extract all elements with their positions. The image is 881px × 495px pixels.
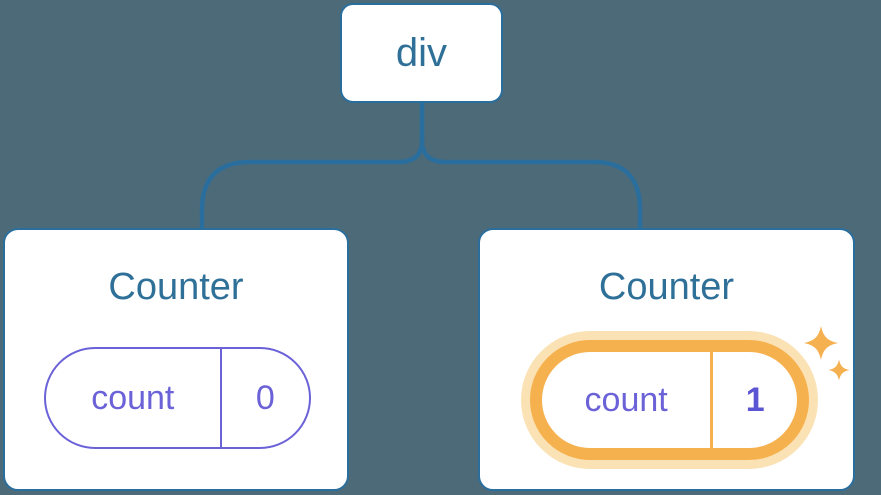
counter-card-right: Counter count 1 <box>478 228 855 491</box>
root-node-div: div <box>340 3 503 103</box>
root-node-label: div <box>395 31 448 75</box>
state-key: count <box>542 352 714 448</box>
connector-left-branch <box>199 103 425 229</box>
connector-right-branch <box>419 103 643 229</box>
state-key: count <box>46 349 222 447</box>
sparkle-small-icon <box>828 359 850 381</box>
state-value: 0 <box>255 378 275 417</box>
counter-card-left: Counter count 0 <box>3 228 349 491</box>
counter-title: Counter <box>598 266 735 308</box>
state-pill: count 0 <box>44 347 311 449</box>
sparkle-large-icon <box>804 326 838 360</box>
counter-title: Counter <box>108 266 244 308</box>
state-value: 1 <box>745 380 765 419</box>
state-pill-highlighted: count 1 <box>530 340 809 460</box>
